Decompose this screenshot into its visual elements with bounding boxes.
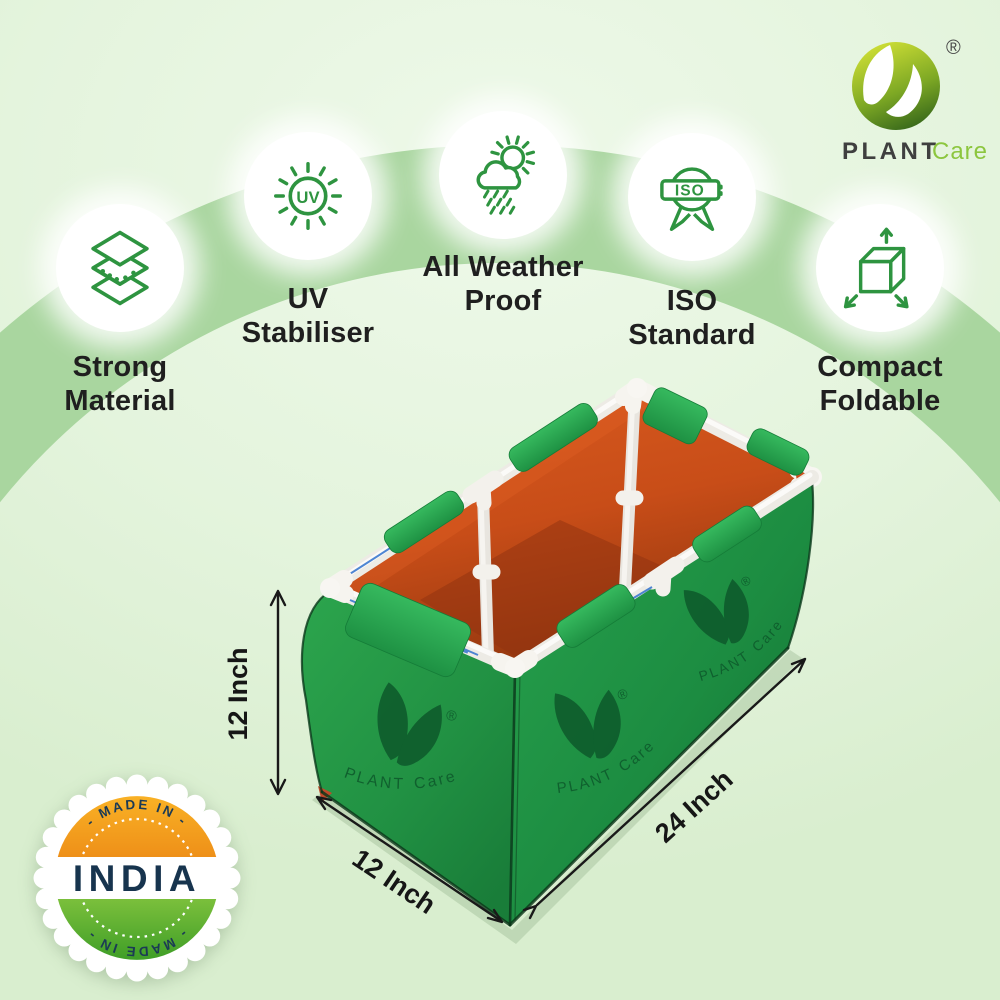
pipe-stripe-blue <box>341 542 399 580</box>
feature-circle-compact-foldable <box>816 204 944 332</box>
label-line: UV <box>287 283 329 315</box>
label-iso-standard: ISO Standard <box>572 284 812 352</box>
iso-ribbon-badge-icon: ISO <box>660 167 723 231</box>
made-in-india-badge: - MADE IN - - MADE IN - INDIA <box>22 763 252 993</box>
interior-support-pipes <box>472 386 644 662</box>
logo-wordmark-primary: PLANT <box>842 138 940 165</box>
label-all-weather-proof: All Weather Proof <box>383 250 623 318</box>
dimension-annotations <box>269 589 807 924</box>
sun-rain-cloud-icon <box>476 135 536 215</box>
front-pipe-fittings <box>320 556 685 678</box>
badge-orange-half <box>57 796 217 858</box>
label-uv-stabiliser: UV Stabiliser <box>188 282 428 350</box>
cube-expand-arrows-icon <box>843 227 909 309</box>
feature-circle-uv-stabiliser: UV <box>244 132 372 260</box>
logo-wordmark: PLANT Care <box>842 138 988 165</box>
layer-dots <box>100 268 136 282</box>
bag-interior-liner <box>330 388 812 668</box>
length-dimension-label: 24 Inch <box>649 764 738 849</box>
plant-care-logo: ® PLANT Care <box>820 18 1000 173</box>
feature-circle-strong-material <box>56 204 184 332</box>
logo-registered-mark: ® <box>946 37 961 59</box>
label-line: Stabiliser <box>241 317 375 349</box>
uv-sun-icon: UV <box>274 162 342 230</box>
iso-icon-text: ISO <box>675 182 705 199</box>
label-line: Standard <box>628 319 756 351</box>
leaf-circle-mark <box>852 42 940 130</box>
label-line: Foldable <box>819 385 941 417</box>
label-strong-material: Strong Material <box>0 350 240 418</box>
label-line: Strong <box>72 351 168 383</box>
layers-icon <box>91 230 149 306</box>
feature-circle-iso-standard: ISO <box>628 133 756 261</box>
badge-green-half <box>57 898 217 960</box>
label-compact-foldable: Compact Foldable <box>760 350 1000 418</box>
feature-circle-all-weather <box>439 111 567 239</box>
label-line: All Weather <box>422 251 584 283</box>
badge-india-text: INDIA <box>73 858 201 899</box>
label-line: ISO <box>666 285 718 317</box>
height-dimension-label: 12 Inch <box>223 647 253 740</box>
pipe-sleeves <box>345 387 810 678</box>
label-line: Compact <box>817 351 943 383</box>
label-line: Material <box>64 385 176 417</box>
label-line: Proof <box>464 285 542 317</box>
uv-icon-text: UV <box>296 188 319 207</box>
badge-center-band <box>53 857 221 899</box>
logo-wordmark-secondary: Care <box>932 138 988 165</box>
